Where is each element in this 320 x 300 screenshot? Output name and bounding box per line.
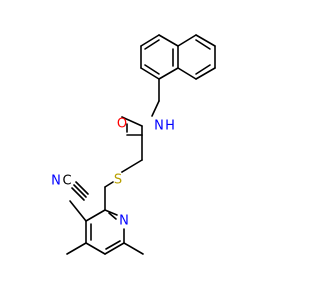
nitrile-carbon-label: C — [62, 174, 71, 189]
bond — [69, 200, 87, 222]
carbonyl-oxygen-label: O — [117, 117, 127, 132]
bond — [108, 212, 117, 220]
bond — [75, 181, 89, 195]
bond — [123, 242, 144, 255]
bond — [195, 34, 216, 47]
bond — [195, 67, 216, 80]
bond — [105, 240, 121, 250]
bond — [144, 39, 160, 50]
bond — [71, 187, 85, 201]
bond — [85, 242, 106, 255]
structure-canvas: O N H S N C N — [51, 34, 216, 255]
bond — [151, 100, 160, 117]
bond — [66, 242, 87, 255]
bond — [158, 67, 179, 80]
sulfur-label: S — [114, 173, 122, 188]
bond — [140, 34, 160, 47]
amide-nitrogen-label: N — [154, 119, 164, 134]
bond — [140, 67, 160, 80]
bond — [144, 64, 160, 75]
pyridine-nitrogen-label: N — [119, 214, 129, 229]
bond — [104, 209, 118, 216]
bond — [177, 34, 197, 47]
bond — [121, 159, 143, 173]
bond — [195, 39, 211, 50]
amide-hydrogen-label: H — [165, 119, 175, 134]
bond — [121, 116, 143, 127]
molecule-drawing: O N H S N C N — [51, 34, 216, 255]
naphthalene-group — [140, 34, 216, 80]
nitrile-nitrogen-label: N — [51, 174, 61, 189]
bond — [85, 209, 106, 222]
bond — [73, 184, 87, 198]
bond — [104, 242, 125, 255]
atom-labels: O N H S N C N — [51, 117, 175, 229]
bond — [104, 181, 114, 188]
bond — [177, 67, 197, 80]
bond — [158, 34, 179, 47]
bond — [195, 64, 211, 75]
pyridine-group — [85, 186, 125, 255]
